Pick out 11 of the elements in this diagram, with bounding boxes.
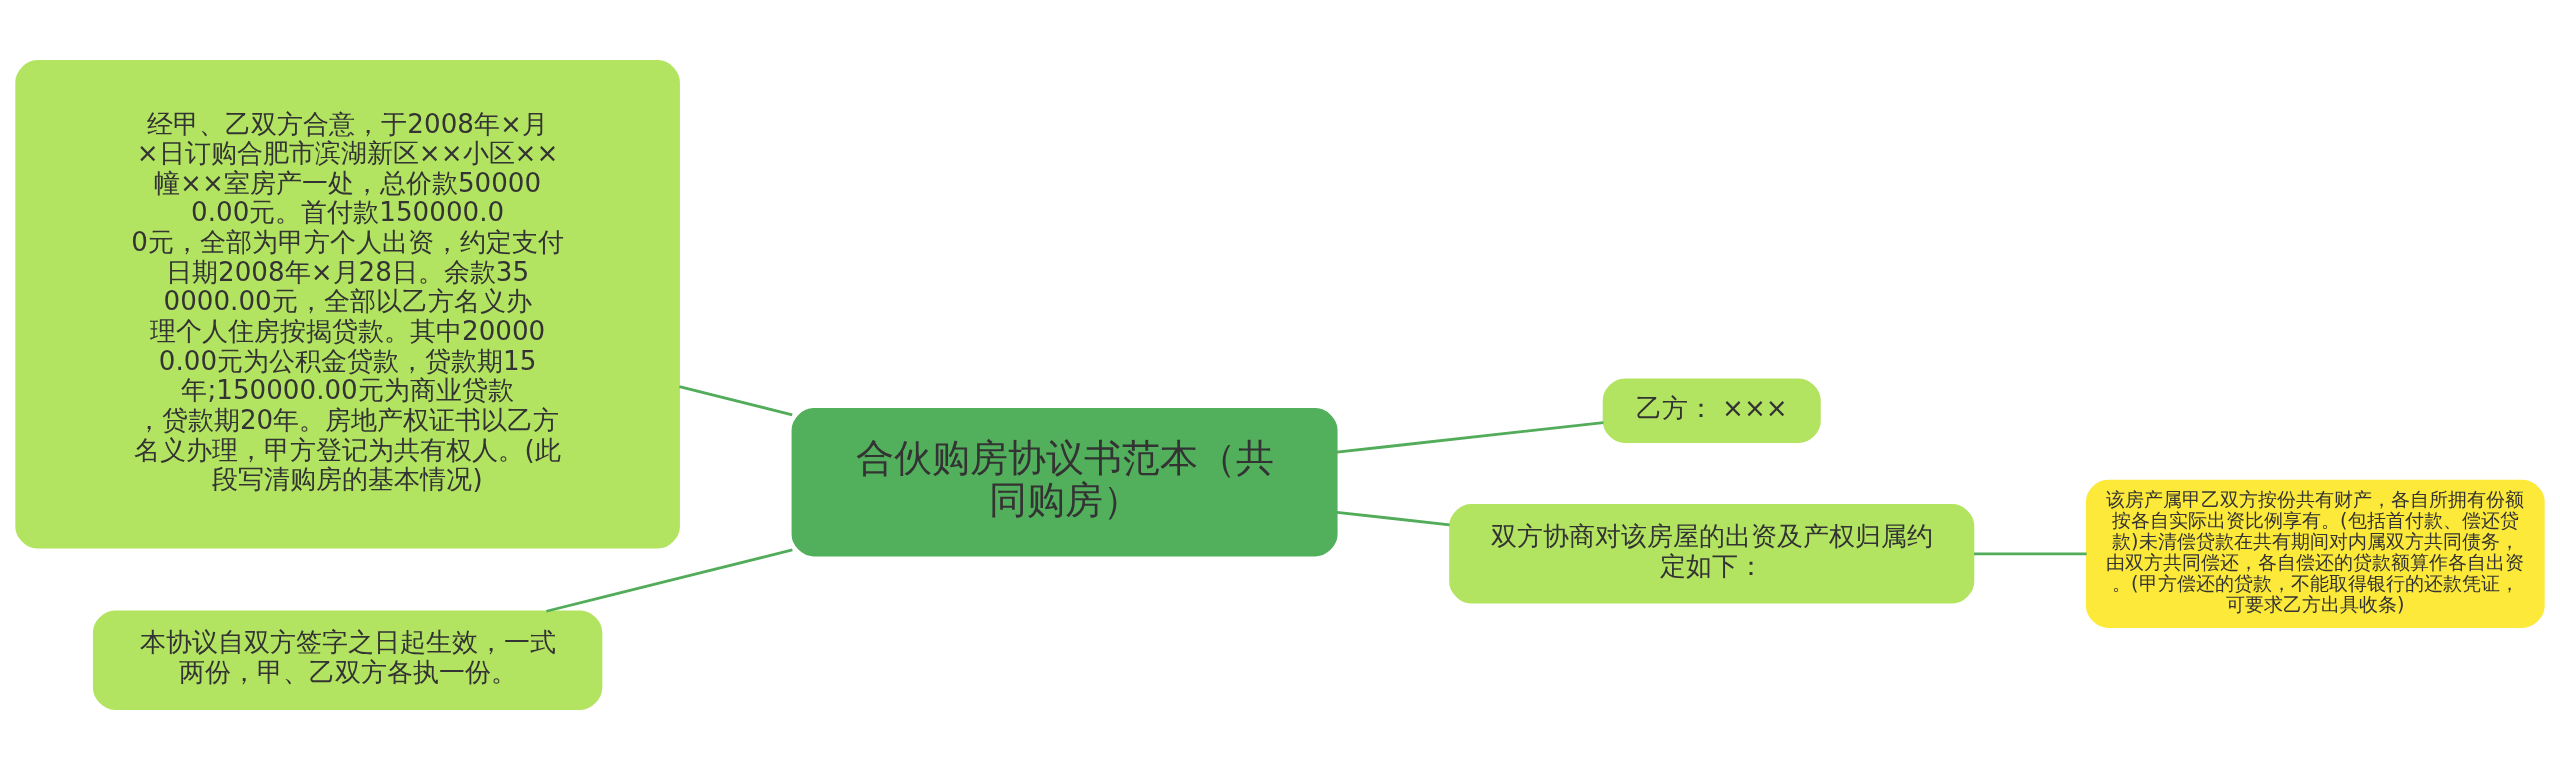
node-box: 双方协商对该房屋的出资及产权归属约定如下： bbox=[1449, 504, 1975, 604]
node-box: 该房产属甲乙双方按份共有财产，各自所拥有份额按各自实际出资比例享有。(包括首付款、偿还贷款)未清偿贷款在共有期间对内属双方共同债务，由双方共同偿还，各自偿还的贷款额算作各自出资。(甲方偿还的贷款，不能取得银行的还款凭证，可要求乙方出具收条) bbox=[2085, 479, 2545, 628]
connector bbox=[1974, 552, 2087, 556]
node-box: 经甲、乙双方合意，于2008年×月×日订购合肥市滨湖新区××小区××幢××室房产一处，总价款500000.00元。首付款150000.00元，全部为甲方个人出资，约定支付日期2008年×月28日。余款350000.00元，全部以乙方名义办理个人住房按揭贷款。其中200000.00元为公积金贷款，贷款期15年;150000.00元为商业贷款，贷款期20年。房地产权证书以乙方名义办理，甲方登记为共有权人。(此段写清购房的基本情况) bbox=[15, 60, 680, 549]
connector bbox=[1336, 421, 1604, 454]
connector bbox=[546, 548, 793, 613]
connector bbox=[679, 385, 793, 417]
node-box: 本协议自双方签字之日起生效，一式两份，甲、乙双方各执一份。 bbox=[92, 610, 603, 710]
node-box: 乙方： ××× bbox=[1602, 378, 1821, 443]
connector bbox=[1336, 510, 1450, 527]
node-box: 合伙购房协议书范本（共同购房） bbox=[791, 408, 1338, 557]
